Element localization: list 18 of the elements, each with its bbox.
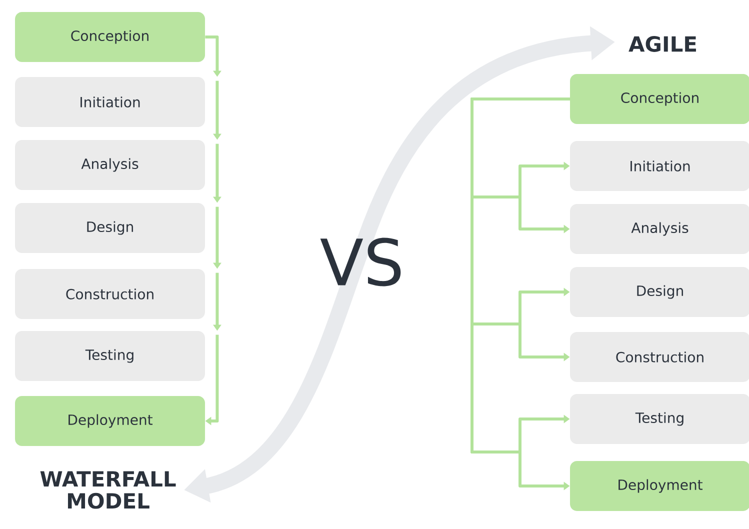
process-box: Construction	[15, 269, 205, 319]
process-box: Testing	[570, 394, 749, 444]
process-box: Analysis	[15, 140, 205, 190]
process-box: Testing	[15, 331, 205, 381]
heading: AGILE	[628, 36, 696, 52]
process-box: Initiation	[570, 141, 749, 191]
process-box: Deployment	[15, 396, 205, 446]
vs-label: VS	[320, 238, 401, 286]
heading: WATERFALL MODEL	[40, 471, 176, 509]
process-box: Construction	[570, 332, 749, 382]
process-box: Conception	[570, 74, 749, 124]
process-box: Design	[570, 267, 749, 317]
process-box: Initiation	[15, 77, 205, 127]
curved-arrow	[184, 26, 615, 503]
process-box: Deployment	[570, 461, 749, 511]
process-box: Design	[15, 203, 205, 253]
process-box: Conception	[15, 12, 205, 62]
process-box: Analysis	[570, 204, 749, 254]
